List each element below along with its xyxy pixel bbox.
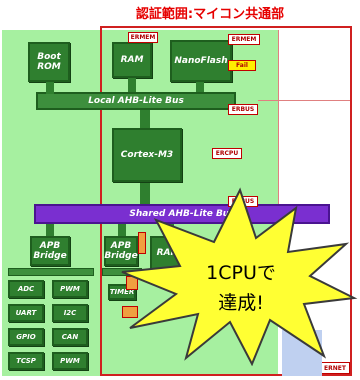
connector <box>46 82 54 94</box>
orange-tag <box>122 306 138 318</box>
peripheral-block: UART <box>8 304 44 322</box>
boot-rom-block: Boot ROM <box>28 42 70 82</box>
callout-text: 1CPUで 達成! <box>206 262 276 314</box>
connector <box>140 110 150 128</box>
inner-line-top <box>258 100 350 101</box>
inner-line-right <box>278 30 279 290</box>
connector <box>196 82 204 92</box>
peripheral-block: I2C <box>52 304 88 322</box>
connector <box>140 180 150 204</box>
orange-tag <box>138 232 146 254</box>
error-tag: Fail <box>228 60 256 71</box>
error-tag: ERBUS <box>228 104 258 115</box>
error-tag: ERCPU <box>212 148 242 159</box>
shared-ahb-bus: Shared AHB-Lite Bus <box>34 204 330 224</box>
local-ahb-bus: Local AHB-Lite Bus <box>36 92 236 110</box>
burst-shape <box>121 187 358 366</box>
nanoflash-block: NanoFlash <box>170 40 232 82</box>
connector <box>128 78 136 92</box>
cortex-m3-block: Cortex-M3 <box>112 128 182 182</box>
burst-callout <box>121 187 358 366</box>
peripheral-block: PWM <box>52 352 88 370</box>
connector <box>118 224 126 236</box>
peripheral-block: TCSP <box>8 352 44 370</box>
certification-frame <box>100 26 352 376</box>
apb-bridge-left: APB Bridge <box>30 236 70 266</box>
peripheral-block: PWM <box>52 280 88 298</box>
ram-top-block: RAM <box>112 42 152 78</box>
apb-sub-bus <box>8 268 94 276</box>
peripheral-block: ADC <box>8 280 44 298</box>
peripheral-block: CAN <box>52 328 88 346</box>
peripheral-block: GPIO <box>8 328 44 346</box>
connector <box>46 224 54 236</box>
apb-bridge-mid: APB Bridge <box>104 236 138 266</box>
error-tag: ERMEM <box>228 34 260 45</box>
diagram-title: 認証範囲:マイコン共通部 <box>135 7 285 22</box>
error-tag: ERMEM <box>128 32 158 43</box>
